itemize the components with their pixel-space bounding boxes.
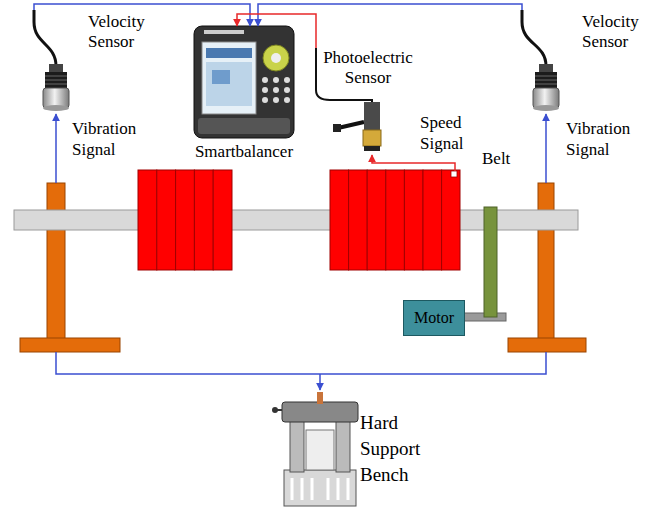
- smartbalancer-device: [212, 70, 230, 84]
- smartbalancer-device: [284, 77, 290, 83]
- hard-support-bench-figure: [336, 420, 350, 472]
- rotor-disc: [176, 170, 195, 270]
- smartbalancer-device: [202, 42, 256, 114]
- velocity-sensor-figure: [522, 10, 546, 66]
- photoelectric-sensor-figure: [338, 122, 364, 128]
- bearing-stand: [538, 183, 554, 340]
- rotor-disc: [138, 170, 460, 270]
- rotor-disc: [404, 170, 423, 270]
- signal-connector: [237, 14, 316, 48]
- rotor-disc: [157, 170, 176, 270]
- signal-arrow: [319, 374, 321, 390]
- photoelectric-sensor: Photoelectric Sensor: [312, 48, 416, 154]
- smartbalancer-device: [198, 118, 290, 134]
- node-text: Photoelectric Sensor: [322, 48, 414, 88]
- smartbalancer-device: [206, 62, 252, 106]
- rotor-disc: [138, 170, 157, 270]
- node-text: Velocity Sensor: [582, 12, 648, 52]
- velocity-sensor-figure: [49, 64, 63, 72]
- smartbalancer-device: [273, 87, 279, 93]
- speed-signal-arrow: [372, 155, 455, 171]
- photoelectric-sensor-figure: [364, 146, 380, 151]
- signal-label: Speed Signal: [420, 112, 478, 154]
- bearing-stand: [20, 338, 120, 352]
- rotor-disc: [442, 170, 460, 270]
- smartbalancer-device: [263, 45, 289, 71]
- rotor-disc: [386, 170, 405, 270]
- smartbalancer-device: [284, 97, 290, 103]
- velocity-sensor-figure: [539, 64, 553, 72]
- hard-support-bench-figure: [272, 407, 278, 413]
- velocity-sensor-figure: [45, 76, 67, 84]
- velocity-sensor-figure: [533, 105, 559, 111]
- signal-arrow: [55, 114, 57, 183]
- rotor-disc: [213, 170, 232, 270]
- smartbalancer-device: [262, 77, 268, 83]
- hard-support-bench-figure: [292, 478, 348, 500]
- smartbalancer: Smartbalancer: [188, 26, 303, 168]
- reflective-mark: [451, 171, 457, 177]
- signal-label: Vibration Signal: [566, 118, 642, 160]
- rotor-disc: [423, 170, 442, 270]
- smartbalancer-device: [194, 26, 294, 138]
- velocity-sensor-figure: [535, 76, 557, 84]
- drive-belt: [484, 207, 497, 317]
- signal-connector: [258, 4, 522, 26]
- velocity-sensor: Velocity Sensor: [508, 10, 654, 114]
- rotor-disc: [367, 170, 386, 270]
- smartbalancer-device: [271, 53, 281, 63]
- node-text: Velocity Sensor: [88, 12, 154, 52]
- velocity-sensor-figure: [535, 72, 557, 88]
- smartbalancer-device: [262, 87, 268, 93]
- signal-wire: [56, 352, 546, 374]
- velocity-sensor-figure: [522, 10, 559, 111]
- rotor-disc: [330, 170, 349, 270]
- bearing-stand: [508, 338, 586, 352]
- motor-shaft: [460, 313, 506, 321]
- velocity-sensor-figure: [45, 72, 67, 88]
- velocity-sensor: Velocity Sensor: [28, 10, 156, 114]
- smartbalancer-device: [194, 26, 294, 138]
- smartbalancer-device: [262, 97, 268, 103]
- node-text: Smartbalancer: [188, 142, 300, 162]
- smartbalancer-device: [284, 87, 290, 93]
- velocity-sensor-figure: [43, 105, 69, 111]
- smartbalancer-device: [273, 97, 279, 103]
- hard-support-bench-figure: [306, 430, 334, 470]
- bearing-stand: [20, 183, 586, 352]
- hard-support-bench-figure: [284, 470, 356, 506]
- motor-box: Motor: [403, 300, 465, 336]
- smartbalancer-device: [273, 77, 279, 83]
- hard-support-bench-figure: [282, 402, 358, 422]
- photoelectric-sensor-figure: [333, 124, 341, 132]
- velocity-sensor-figure: [34, 10, 69, 111]
- signal-arrow: [545, 114, 547, 183]
- rotor-disc: [194, 170, 213, 270]
- part-label: Belt: [482, 148, 522, 169]
- signal-label: Vibration Signal: [72, 118, 146, 160]
- smartbalancer-device: [204, 30, 244, 34]
- part-label: Hard Support Bench: [360, 410, 434, 488]
- photoelectric-sensor-figure: [364, 102, 380, 130]
- hard-support-bench-figure: [290, 420, 304, 472]
- velocity-sensor-figure: [34, 10, 56, 66]
- smartbalancer-device: [206, 48, 252, 58]
- photoelectric-sensor-figure: [363, 130, 381, 146]
- hard-support-bench-figure: [272, 392, 358, 506]
- node-text: Motor: [414, 309, 454, 327]
- hard-support-bench-figure: [317, 392, 323, 404]
- rotor-disc: [349, 170, 368, 270]
- bearing-stand: [47, 183, 65, 340]
